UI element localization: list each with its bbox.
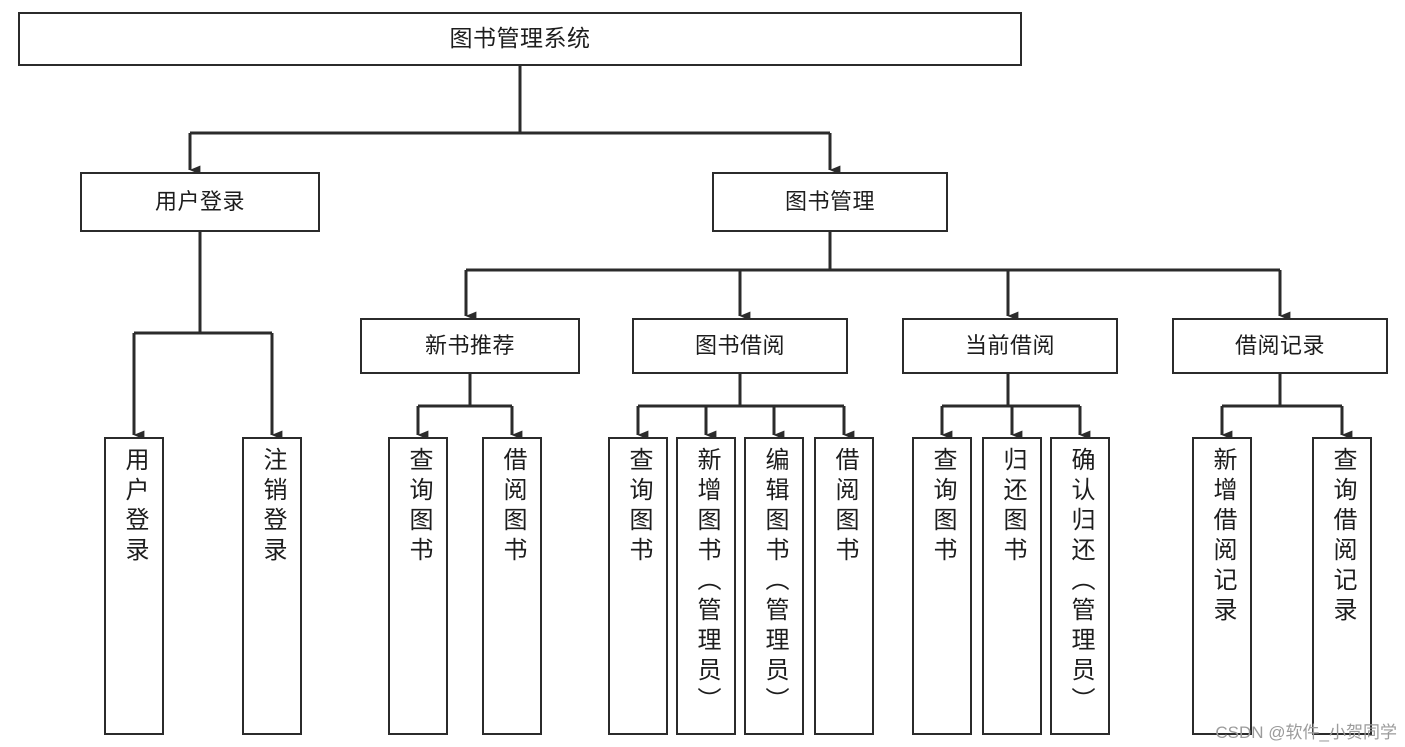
node-leaf-user-login[interactable]: 用户登录 xyxy=(104,437,164,735)
node-leaf-add-book-label: 新增图书（管理员） xyxy=(693,447,720,717)
node-leaf-query-book-1[interactable]: 查询图书 xyxy=(388,437,448,735)
node-borrow-record[interactable]: 借阅记录 xyxy=(1172,318,1388,374)
node-new-book-recommend-label: 新书推荐 xyxy=(424,333,515,359)
node-leaf-query-book-1-label: 查询图书 xyxy=(405,447,432,567)
node-leaf-query-record[interactable]: 查询借阅记录 xyxy=(1312,437,1372,735)
node-book-management-label: 图书管理 xyxy=(784,189,875,215)
node-leaf-confirm-return-label: 确认归还（管理员） xyxy=(1067,447,1094,717)
node-leaf-query-book-2[interactable]: 查询图书 xyxy=(608,437,668,735)
node-book-borrow[interactable]: 图书借阅 xyxy=(632,318,848,374)
node-leaf-return-book[interactable]: 归还图书 xyxy=(982,437,1042,735)
node-leaf-logout-login-label: 注销登录 xyxy=(259,447,286,567)
node-borrow-record-label: 借阅记录 xyxy=(1234,333,1325,359)
node-new-book-recommend[interactable]: 新书推荐 xyxy=(360,318,580,374)
node-leaf-query-book-2-label: 查询图书 xyxy=(625,447,652,567)
node-leaf-borrow-book-1-label: 借阅图书 xyxy=(499,447,526,567)
node-leaf-add-record[interactable]: 新增借阅记录 xyxy=(1192,437,1252,735)
node-leaf-add-record-label: 新增借阅记录 xyxy=(1209,447,1236,627)
node-leaf-borrow-book-2-label: 借阅图书 xyxy=(831,447,858,567)
node-leaf-confirm-return[interactable]: 确认归还（管理员） xyxy=(1050,437,1110,735)
node-leaf-query-book-3[interactable]: 查询图书 xyxy=(912,437,972,735)
watermark-text: CSDN @软件_小贺同学 xyxy=(1215,723,1397,742)
node-leaf-edit-book-label: 编辑图书（管理员） xyxy=(761,447,788,717)
node-book-management[interactable]: 图书管理 xyxy=(712,172,948,232)
node-root[interactable]: 图书管理系统 xyxy=(18,12,1022,66)
node-current-borrow-label: 当前借阅 xyxy=(964,333,1055,359)
node-leaf-logout-login[interactable]: 注销登录 xyxy=(242,437,302,735)
node-leaf-query-record-label: 查询借阅记录 xyxy=(1329,447,1356,627)
node-leaf-return-book-label: 归还图书 xyxy=(999,447,1026,567)
node-leaf-borrow-book-1[interactable]: 借阅图书 xyxy=(482,437,542,735)
node-leaf-query-book-3-label: 查询图书 xyxy=(929,447,956,567)
node-user-login[interactable]: 用户登录 xyxy=(80,172,320,232)
node-book-borrow-label: 图书借阅 xyxy=(694,333,785,359)
node-current-borrow[interactable]: 当前借阅 xyxy=(902,318,1118,374)
node-leaf-add-book[interactable]: 新增图书（管理员） xyxy=(676,437,736,735)
node-leaf-edit-book[interactable]: 编辑图书（管理员） xyxy=(744,437,804,735)
node-leaf-borrow-book-2[interactable]: 借阅图书 xyxy=(814,437,874,735)
node-root-label: 图书管理系统 xyxy=(449,25,591,52)
node-leaf-user-login-label: 用户登录 xyxy=(121,447,148,567)
node-user-login-label: 用户登录 xyxy=(154,189,245,215)
